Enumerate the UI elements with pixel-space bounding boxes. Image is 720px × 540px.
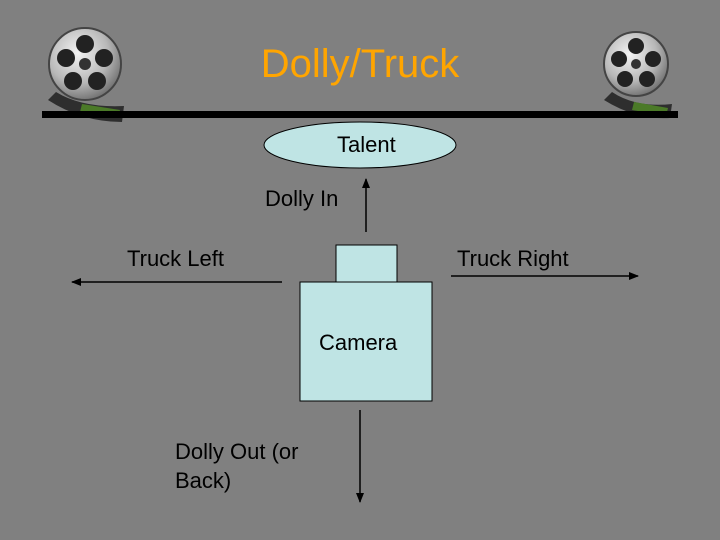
film-reel-icon xyxy=(603,31,672,119)
dolly-in-label: Dolly In xyxy=(265,186,339,211)
talent-ellipse xyxy=(263,121,457,169)
title-divider xyxy=(42,111,678,118)
dolly-out-label: Dolly Out (or Back) xyxy=(175,439,299,493)
truck-left-label: Truck Left xyxy=(127,246,224,271)
camera-body xyxy=(299,281,433,402)
truck-right-label: Truck Right xyxy=(457,246,569,271)
talent-label: Talent xyxy=(337,132,396,157)
slide-title: Dolly/Truck xyxy=(260,42,460,86)
film-reel-icon xyxy=(48,27,124,122)
camera-viewfinder xyxy=(335,244,398,283)
camera-label: Camera xyxy=(319,330,398,355)
